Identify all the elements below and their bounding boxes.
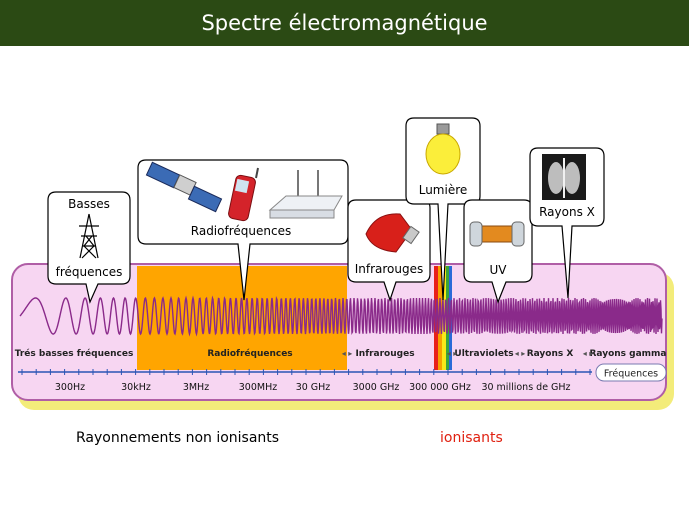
callout-lumiere: Lumière bbox=[405, 117, 481, 301]
callout-basses-line2: fréquences bbox=[56, 265, 123, 279]
pylon-icon bbox=[79, 213, 99, 259]
callout-uv: UV bbox=[463, 199, 533, 304]
light-bulb-icon bbox=[425, 123, 461, 175]
callout-basses-line1: Basses bbox=[68, 197, 110, 211]
router-icon bbox=[268, 170, 343, 219]
callout-xray: Rayons X bbox=[529, 147, 605, 299]
tick-label: 3MHz bbox=[183, 382, 209, 393]
band-label: Trés basses fréquences bbox=[15, 348, 134, 359]
callout-radio-label: Radiofréquences bbox=[191, 224, 291, 238]
tick-label: 300Hz bbox=[55, 382, 85, 393]
xray-image-icon bbox=[542, 154, 586, 200]
heat-lamp-icon bbox=[365, 213, 420, 253]
tick-label: 300MHz bbox=[239, 382, 277, 393]
band-labels: Trés basses fréquences Radiofréquences Inf… bbox=[15, 348, 667, 359]
callout-infra-label: Infrarouges bbox=[355, 262, 424, 276]
title-bar bbox=[0, 0, 689, 46]
tick-label: 300 000 GHz bbox=[409, 382, 471, 393]
axis-tick-marks bbox=[21, 369, 591, 375]
mobile-phone-icon bbox=[228, 167, 259, 222]
band-separator: ◂ ▸ bbox=[447, 349, 458, 358]
band-label: Ultraviolets bbox=[454, 349, 513, 359]
callout-lumiere-label: Lumière bbox=[419, 183, 468, 197]
band-label: Rayons gamma bbox=[589, 349, 666, 359]
band-separator: ◂ ▸ bbox=[515, 349, 526, 358]
axis-label: Fréquences bbox=[604, 369, 658, 380]
tick-label: 30 millions de GHz bbox=[481, 382, 570, 393]
band-separator: ◂ ▸ bbox=[583, 349, 594, 358]
tick-labels: 300Hz 30kHz 3MHz 300MHz 30 GHz 3000 GHz 300 00… bbox=[55, 382, 571, 393]
page-title: Spectre électromagnétique bbox=[201, 11, 488, 35]
tick-label: 3000 GHz bbox=[353, 382, 400, 393]
callout-xray-label: Rayons X bbox=[539, 205, 595, 219]
callout-infra: Infrarouges bbox=[347, 199, 431, 302]
satellite-icon bbox=[145, 161, 223, 213]
band-label: Rayons X bbox=[527, 349, 574, 359]
band-label: Infrarouges bbox=[355, 349, 414, 359]
non-ionizing-label: Rayonnements non ionisants bbox=[76, 430, 280, 446]
uv-lamp-icon bbox=[469, 221, 525, 247]
electromagnetic-wave bbox=[19, 295, 663, 337]
tick-label: 30 GHz bbox=[296, 382, 331, 393]
callout-uv-label: UV bbox=[490, 263, 508, 277]
band-label: Radiofréquences bbox=[207, 348, 292, 359]
band-separator: ◂ ▸ bbox=[342, 349, 353, 358]
callout-radio: Radiofréquences bbox=[137, 159, 349, 301]
callout-basses: Basses fréquences bbox=[47, 191, 131, 304]
tick-label: 30kHz bbox=[121, 382, 151, 393]
axis-label-box bbox=[595, 363, 667, 382]
ionizing-label: ionisants bbox=[440, 430, 503, 446]
